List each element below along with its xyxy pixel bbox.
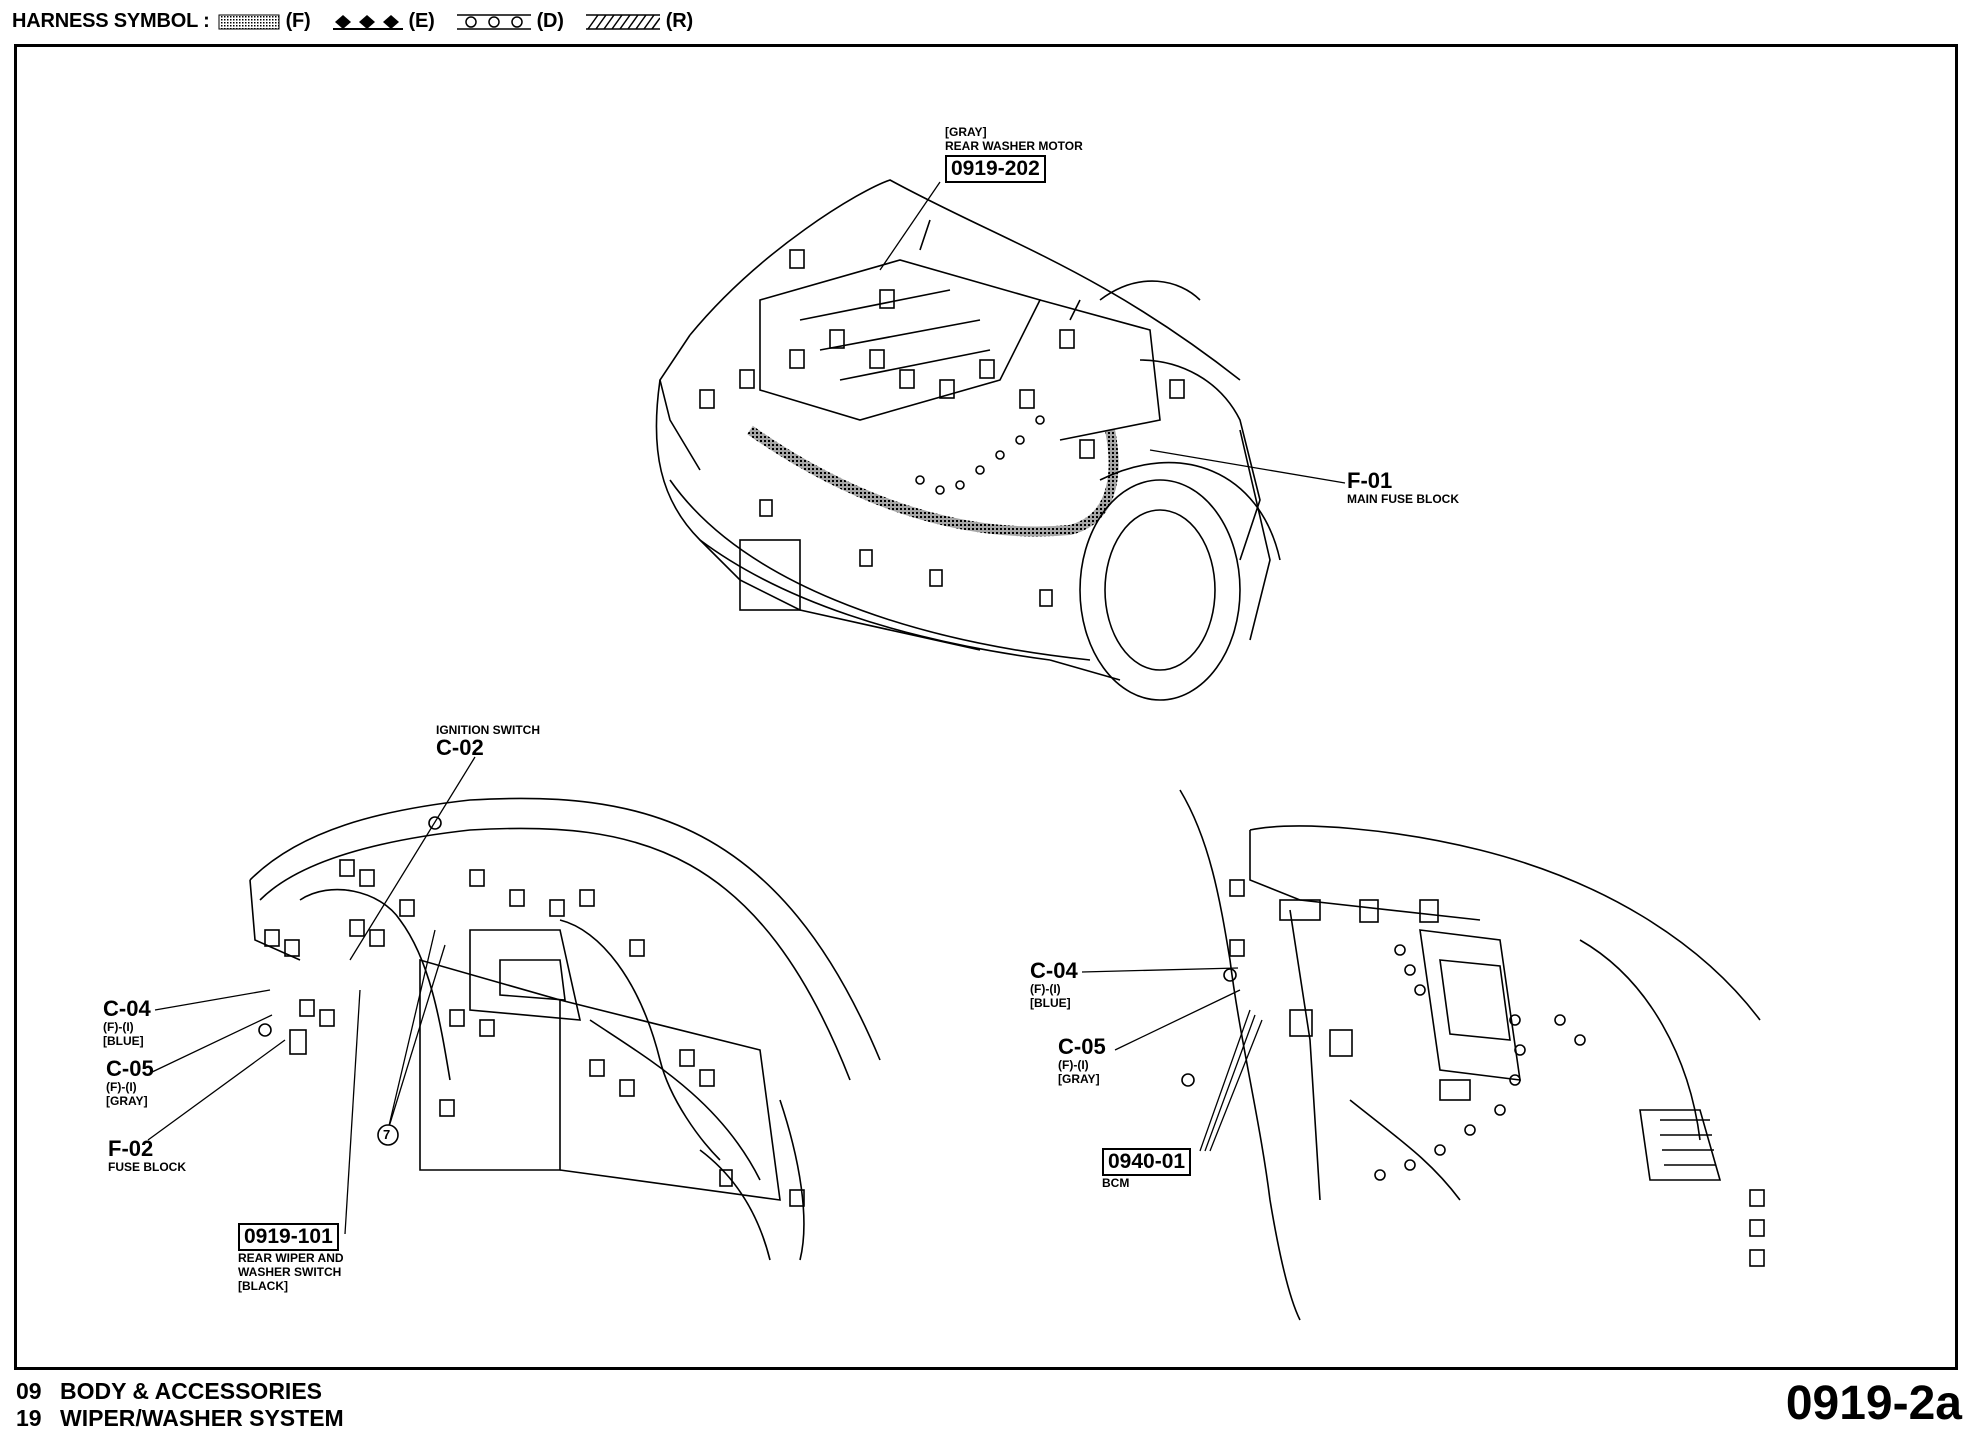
legend-item-r: (R) [578, 10, 693, 33]
right-c05-code: C-05 [1058, 1034, 1106, 1059]
left-c04-pin: (F)-(I) [103, 1020, 134, 1034]
rear-wiper-switch-code: 0919-101 [238, 1223, 339, 1251]
rear-washer-motor-code: 0919-202 [945, 155, 1046, 183]
left-c04-color: [BLUE] [103, 1034, 144, 1048]
right-c04-code: C-04 [1030, 958, 1078, 983]
legend-item-d: (D) [449, 10, 564, 33]
right-c05-color: [GRAY] [1058, 1072, 1100, 1086]
rear-wiper-switch-label: 0919-101 REAR WIPER AND WASHER SWITCH [B… [238, 1223, 344, 1293]
legend-code-r: (R) [665, 10, 693, 32]
rear-washer-motor-color: [GRAY] [945, 125, 987, 139]
subsection-number: 19 [16, 1405, 42, 1431]
circles-symbol-icon [456, 13, 531, 30]
ground-point-circle [377, 1124, 399, 1146]
ignition-switch-name: IGNITION SWITCH [436, 723, 540, 737]
legend-code-d: (D) [536, 10, 564, 32]
subsection-name: WIPER/WASHER SYSTEM [60, 1405, 344, 1431]
engine-bay-drawing [655, 179, 1281, 701]
right-c05-label: C-05 (F)-(I) [GRAY] [1058, 1034, 1106, 1087]
fuse-block-label: F-02 FUSE BLOCK [108, 1136, 186, 1175]
rear-wiper-switch-line1: REAR WIPER AND [238, 1251, 344, 1265]
ground-point-number: 7 [383, 1127, 391, 1142]
fuse-block-name: FUSE BLOCK [108, 1160, 186, 1174]
harness-symbol-legend: HARNESS SYMBOL : (F) (E) (D) [12, 10, 707, 33]
ignition-switch-label: IGNITION SWITCH C-02 [436, 723, 540, 759]
hatched-symbol-icon [585, 13, 660, 30]
left-c05-pin: (F)-(I) [106, 1080, 137, 1094]
legend-title: HARNESS SYMBOL : [12, 10, 210, 32]
left-c04-label: C-04 (F)-(I) [BLUE] [103, 996, 151, 1049]
fuse-block-code: F-02 [108, 1136, 154, 1161]
main-fuse-block-name: MAIN FUSE BLOCK [1347, 492, 1459, 506]
rear-washer-motor-label: [GRAY] REAR WASHER MOTOR 0919-202 [945, 125, 1083, 183]
section-footer: 09 BODY & ACCESSORIES 19 WIPER/WASHER SYST… [16, 1378, 344, 1432]
left-c05-code: C-05 [106, 1056, 154, 1081]
legend-item-e: (E) [325, 10, 435, 33]
subsection-line: 19 WIPER/WASHER SYSTEM [16, 1405, 344, 1432]
left-c04-code: C-04 [103, 996, 151, 1021]
section-name: BODY & ACCESSORIES [60, 1378, 322, 1404]
bcm-name: BCM [1102, 1176, 1130, 1190]
rear-washer-motor-name: REAR WASHER MOTOR [945, 139, 1083, 153]
right-c04-pin: (F)-(I) [1030, 982, 1061, 996]
dotted-fill-symbol-icon [218, 14, 280, 29]
section-number: 09 [16, 1378, 42, 1404]
right-c04-label: C-04 (F)-(I) [BLUE] [1030, 958, 1078, 1011]
ignition-switch-code: C-02 [436, 735, 484, 760]
section-line: 09 BODY & ACCESSORIES [16, 1378, 344, 1405]
main-fuse-block-label: F-01 MAIN FUSE BLOCK [1347, 468, 1459, 507]
diamonds-symbol-icon [332, 14, 403, 30]
rear-wiper-switch-color: [BLACK] [238, 1279, 288, 1293]
left-c05-label: C-05 (F)-(I) [GRAY] [106, 1056, 154, 1109]
dashboard-left-drawing [249, 797, 881, 1261]
main-fuse-block-code: F-01 [1347, 468, 1393, 493]
right-c05-pin: (F)-(I) [1058, 1058, 1089, 1072]
left-c05-color: [GRAY] [106, 1094, 148, 1108]
bcm-label: 0940-01 BCM [1102, 1148, 1192, 1190]
bcm-code: 0940-01 [1102, 1148, 1192, 1176]
interior-right-drawing [1179, 789, 1765, 1321]
page-code: 0919-2a [1785, 1377, 1962, 1430]
legend-code-e: (E) [408, 10, 435, 32]
legend-code-f: (F) [285, 10, 311, 32]
right-c04-color: [BLUE] [1030, 996, 1071, 1010]
legend-item-f: (F) [210, 10, 311, 33]
diagram-frame [14, 44, 1958, 1370]
rear-wiper-switch-line2: WASHER SWITCH [238, 1265, 342, 1279]
